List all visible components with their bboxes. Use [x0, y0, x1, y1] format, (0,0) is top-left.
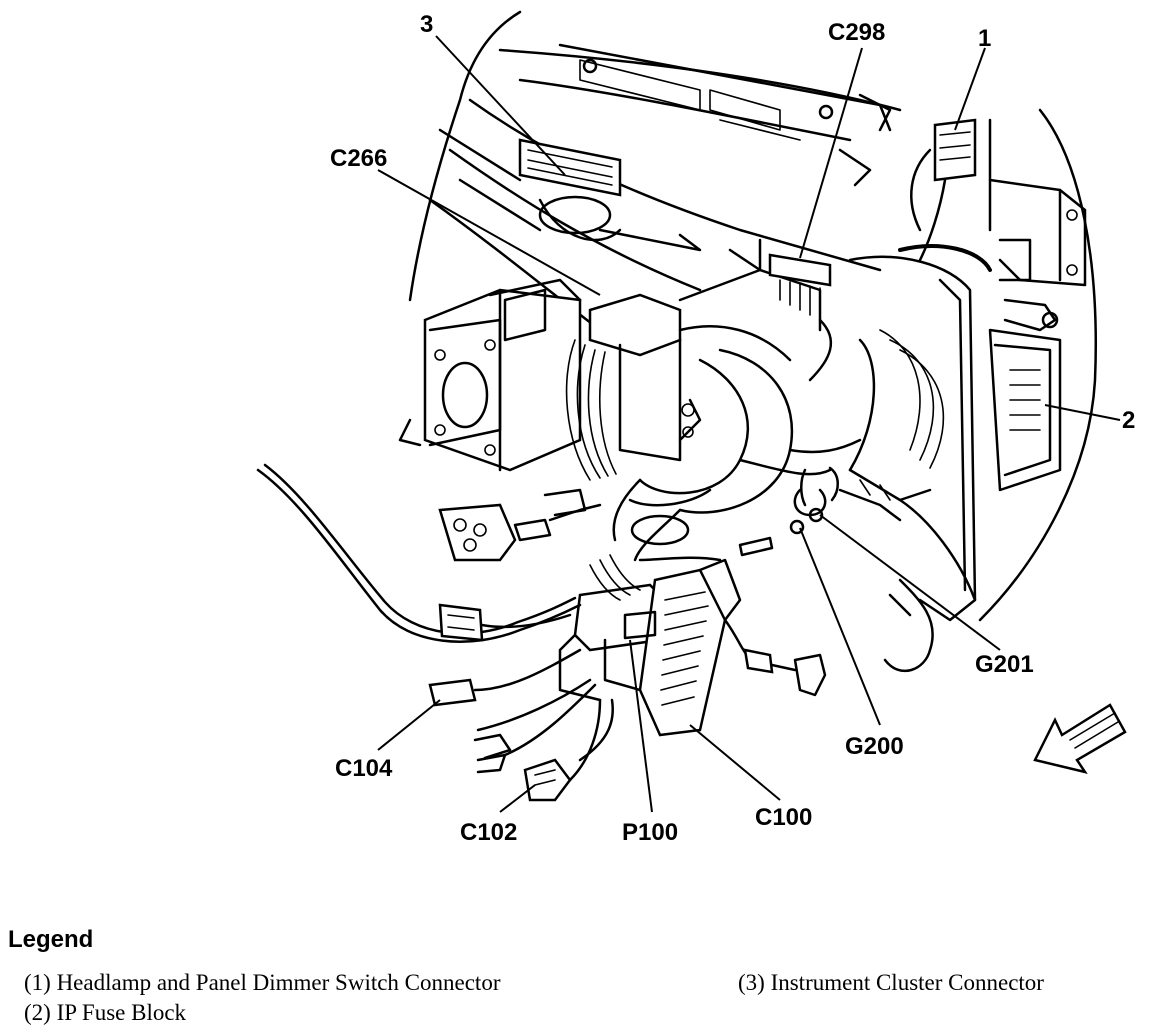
legend-item-1: (1) Headlamp and Panel Dimmer Switch Con… [24, 970, 501, 995]
callout-c102: C102 [460, 819, 517, 846]
legend-item-3: (3) Instrument Cluster Connector [738, 970, 1044, 995]
callout-c298: C298 [828, 19, 885, 46]
callout-2: 2 [1122, 407, 1135, 434]
callout-g201: G201 [975, 651, 1034, 678]
instrument-cluster-connector [518, 138, 622, 242]
callout-c100: C100 [755, 804, 812, 831]
callout-c104: C104 [335, 755, 393, 782]
forward-arrow-icon [1033, 703, 1127, 774]
c298-connector [768, 253, 832, 382]
callout-leaders [377, 35, 1121, 813]
legend: Legend (1) Headlamp and Panel Dimmer Swi… [0, 922, 1152, 1032]
legend-title: Legend [8, 926, 94, 953]
c100-p100-connector [558, 554, 827, 737]
callout-1: 1 [978, 25, 991, 52]
callout-c266: C266 [330, 145, 387, 172]
callout-3: 3 [420, 11, 433, 38]
left-harness-branches [256, 463, 614, 802]
ip-fuse-block [838, 255, 1062, 622]
ground-bolts [738, 466, 839, 557]
wiring-diagram: 3 1 C298 C266 2 G201 G200 C104 C102 P100… [256, 10, 1135, 846]
legend-item-2: (2) IP Fuse Block [24, 1000, 187, 1025]
headlamp-switch-connector [898, 118, 1087, 332]
callout-p100: P100 [622, 819, 678, 846]
callout-g200: G200 [845, 733, 904, 760]
center-harness [565, 268, 862, 562]
hvac-module [398, 278, 582, 472]
